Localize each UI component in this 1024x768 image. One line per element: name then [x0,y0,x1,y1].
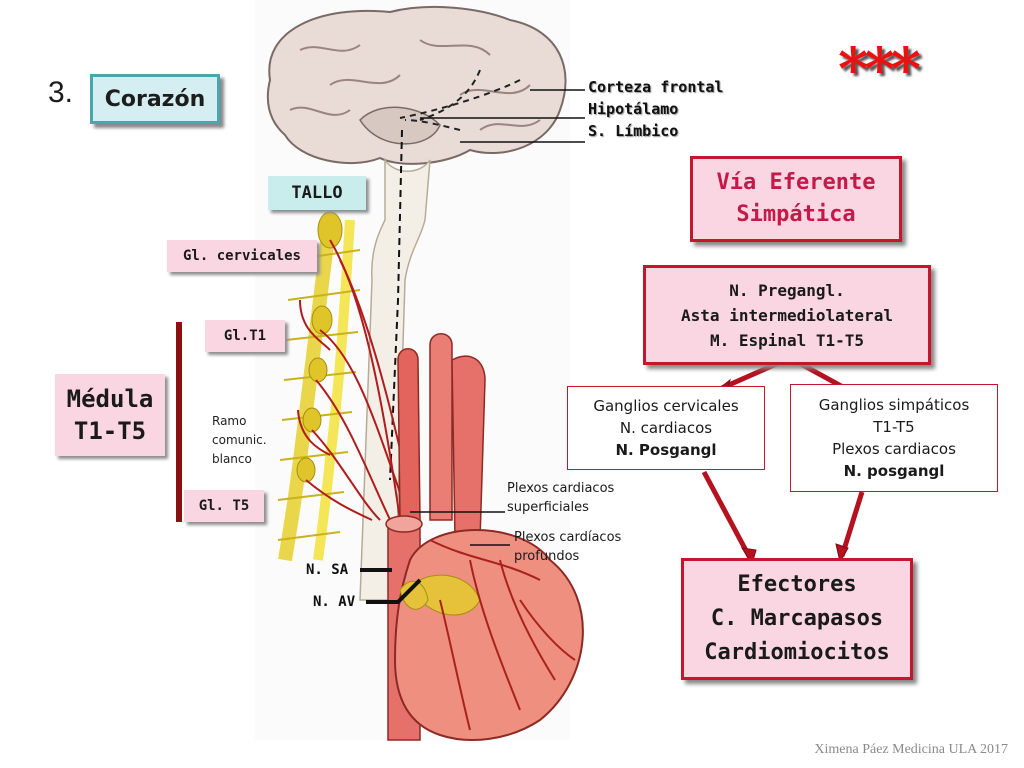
preg-line: M. Espinal T1-T5 [709,330,865,350]
gs-line: Ganglios simpáticos [818,396,970,414]
credit-text: Ximena Páez Medicina ULA 2017 [814,742,1008,757]
efectores-box: Efectores C. Marcapasos Cardiomiocitos [681,558,913,680]
plexos-prof-line: Plexos cardíacos [514,530,622,545]
brain-labels: Corteza frontal Hipotálamo S. Límbico [588,76,723,142]
topic-label: Corazón [90,74,220,124]
plexos-sup-line: superficiales [507,500,589,515]
brain-label-hipotalamo: Hipotálamo [588,100,679,118]
gs-line: Plexos cardiacos [832,440,956,458]
via-title-line2: Simpática [736,202,856,227]
plexos-sup-line: Plexos cardiacos [507,481,615,496]
medula-bracket [176,322,182,522]
medula-label: Médula T1-T5 [55,374,165,456]
tallo-label: TALLO [268,176,366,210]
gs-line: N. posgangl [843,462,945,480]
ef-line: C. Marcapasos [710,606,884,631]
plexos-profundos-label: Plexos cardíacos profundos [514,528,621,566]
ramo-line: blanco [212,452,252,466]
via-eferente-box: Vía Eferente Simpática [690,156,902,242]
stars-marker: *** [838,35,921,103]
via-title-line1: Vía Eferente [716,170,876,195]
gl-t1-label: Gl.T1 [205,320,285,352]
gc-line: Ganglios cervicales [593,397,739,415]
gs-line: T1-T5 [873,418,915,436]
medula-label-line1: Médula [66,385,154,413]
plexos-superficiales-label: Plexos cardiacos superficiales [507,479,614,517]
gl-t5-label: Gl. T5 [184,490,264,522]
plexos-prof-line: profundos [514,549,580,564]
ef-line: Cardiomiocitos [704,640,890,665]
gc-line: N. cardiacos [619,419,713,437]
ganglios-cervicales-box: Ganglios cervicales N. cardiacos N. Posg… [567,386,765,470]
medula-label-line2: T1-T5 [73,417,147,445]
ef-line: Efectores [737,572,857,597]
n-sa-label: N. SA [306,562,349,578]
preg-line: N. Pregangl. [729,280,845,300]
n-av-label: N. AV [313,594,356,610]
ganglios-simpaticos-box: Ganglios simpáticos T1-T5 Plexos cardiac… [790,384,998,492]
brain-label-limbico: S. Límbico [588,122,679,140]
brain-image [266,5,567,165]
heart-image [393,529,584,741]
ramo-label: Ramo comunic. blanco [212,412,267,469]
gc-line: N. Posgangl [615,441,717,459]
brain-label-corteza: Corteza frontal [588,78,724,96]
ramo-line: comunic. [212,433,267,447]
ramo-line: Ramo [212,414,247,428]
slide-number: 3. [48,76,74,109]
preganglionic-box: N. Pregangl. Asta intermediolateral M. E… [643,265,931,365]
gl-cervicales-label: Gl. cervicales [167,240,317,272]
preg-line: Asta intermediolateral [681,305,893,325]
